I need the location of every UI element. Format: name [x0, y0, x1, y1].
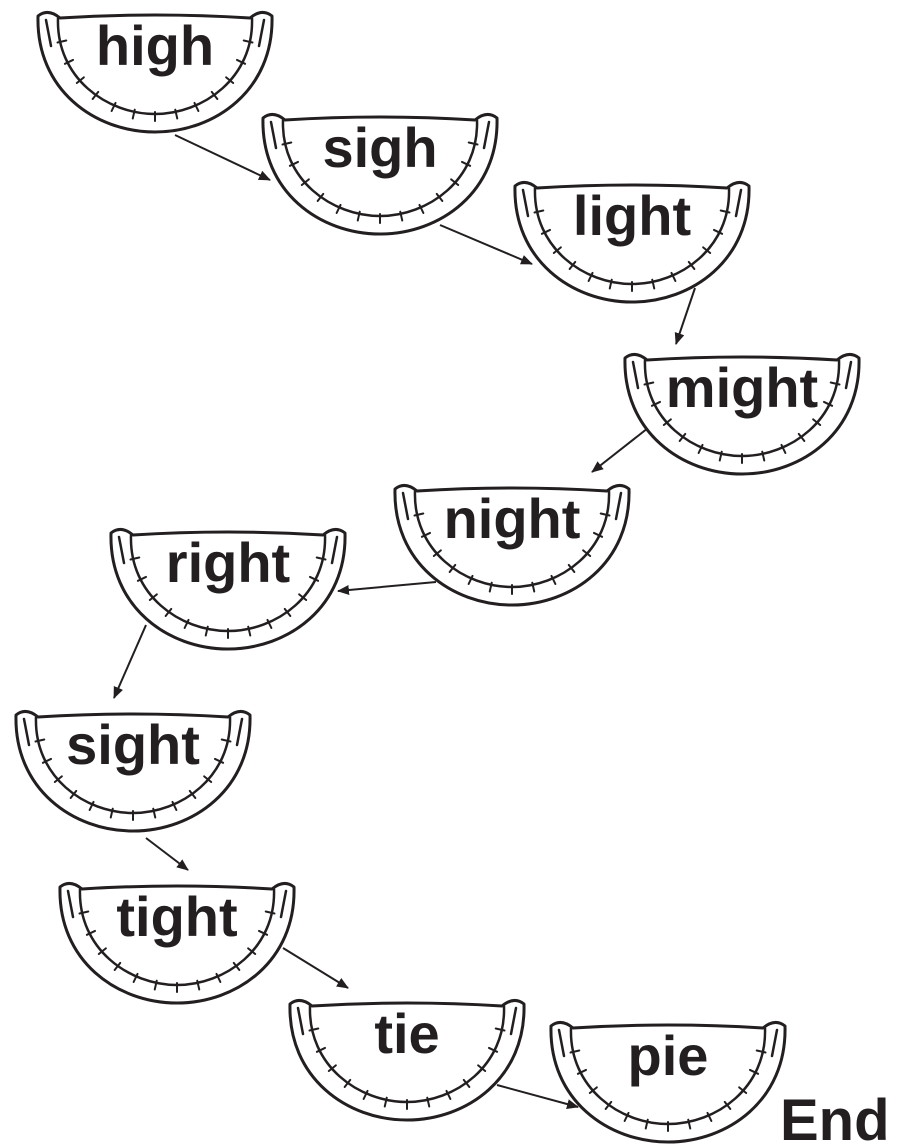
pie-tie: tie	[288, 999, 526, 1122]
pie-high: high	[36, 11, 274, 134]
pie-word-label: tie	[374, 1002, 439, 1065]
pie-tight: tight	[58, 882, 296, 1005]
pie-sigh: sigh	[261, 113, 499, 236]
pie-word-label: sigh	[322, 116, 437, 179]
connector-arrow	[282, 947, 349, 989]
connector-arrow	[591, 427, 649, 473]
pie-night: night	[393, 484, 631, 607]
connector-arrow	[174, 134, 271, 181]
pie-might: might	[623, 353, 861, 476]
connector-arrow	[113, 624, 147, 699]
connector-arrow	[337, 581, 437, 595]
pie-pie: pie	[549, 1021, 787, 1144]
pie-word-label: night	[444, 487, 581, 550]
pie-shell	[288, 999, 526, 1122]
pie-shell	[513, 181, 751, 304]
pie-light: light	[513, 181, 751, 304]
pie-shell	[58, 882, 296, 1005]
pie-sight: sight	[14, 710, 252, 833]
pie-word-label: high	[96, 14, 214, 77]
pie-word-label: sight	[66, 713, 200, 776]
pie-shell	[549, 1021, 787, 1144]
pie-word-label: right	[166, 531, 290, 594]
end-label: End	[780, 1088, 890, 1147]
pie-shell	[393, 484, 631, 607]
pie-word-label: pie	[628, 1024, 709, 1087]
connector-arrow	[145, 837, 189, 871]
pie-word-label: tight	[116, 885, 237, 948]
connector-arrow	[674, 287, 696, 345]
pie-shell	[261, 113, 499, 236]
connector-arrow	[439, 224, 533, 265]
pie-shell	[109, 528, 347, 651]
pie-shell	[36, 11, 274, 134]
pie-word-label: might	[666, 356, 818, 419]
connector-arrow	[496, 1084, 579, 1109]
pie-right: right	[109, 528, 347, 651]
pie-shell	[14, 710, 252, 833]
pie-word-label: light	[573, 184, 691, 247]
pie-shell	[623, 353, 861, 476]
